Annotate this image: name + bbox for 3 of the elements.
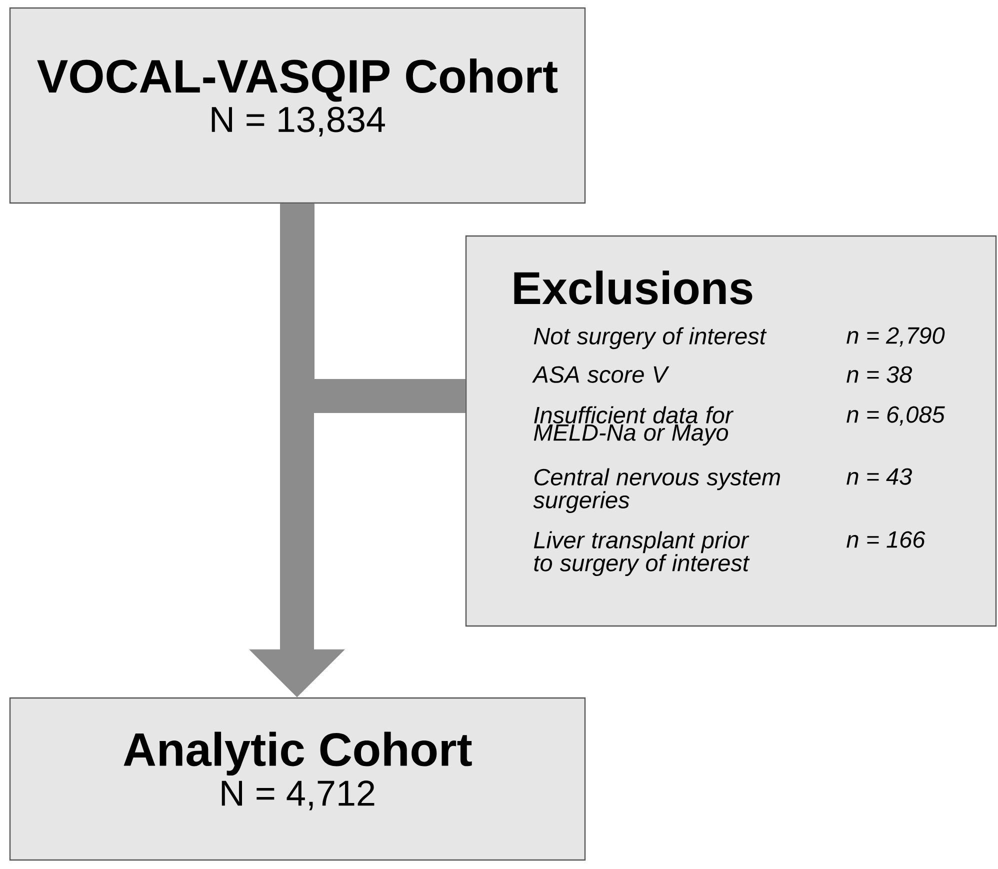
cohort-box: VOCAL-VASQIP Cohort N = 13,834 (9, 7, 586, 204)
exclusion-box: Exclusions Not surgery of interest n = 2,790 ASA score V n = 38 Insufficient data for MELD-Na or Mayo n = 6,085 Central nervous system surgeries n = 43 Liver transplant prior to surgery of interest n = 166 (465, 235, 997, 627)
cohort-box: Analytic Cohort N = 4,712 (9, 697, 586, 861)
